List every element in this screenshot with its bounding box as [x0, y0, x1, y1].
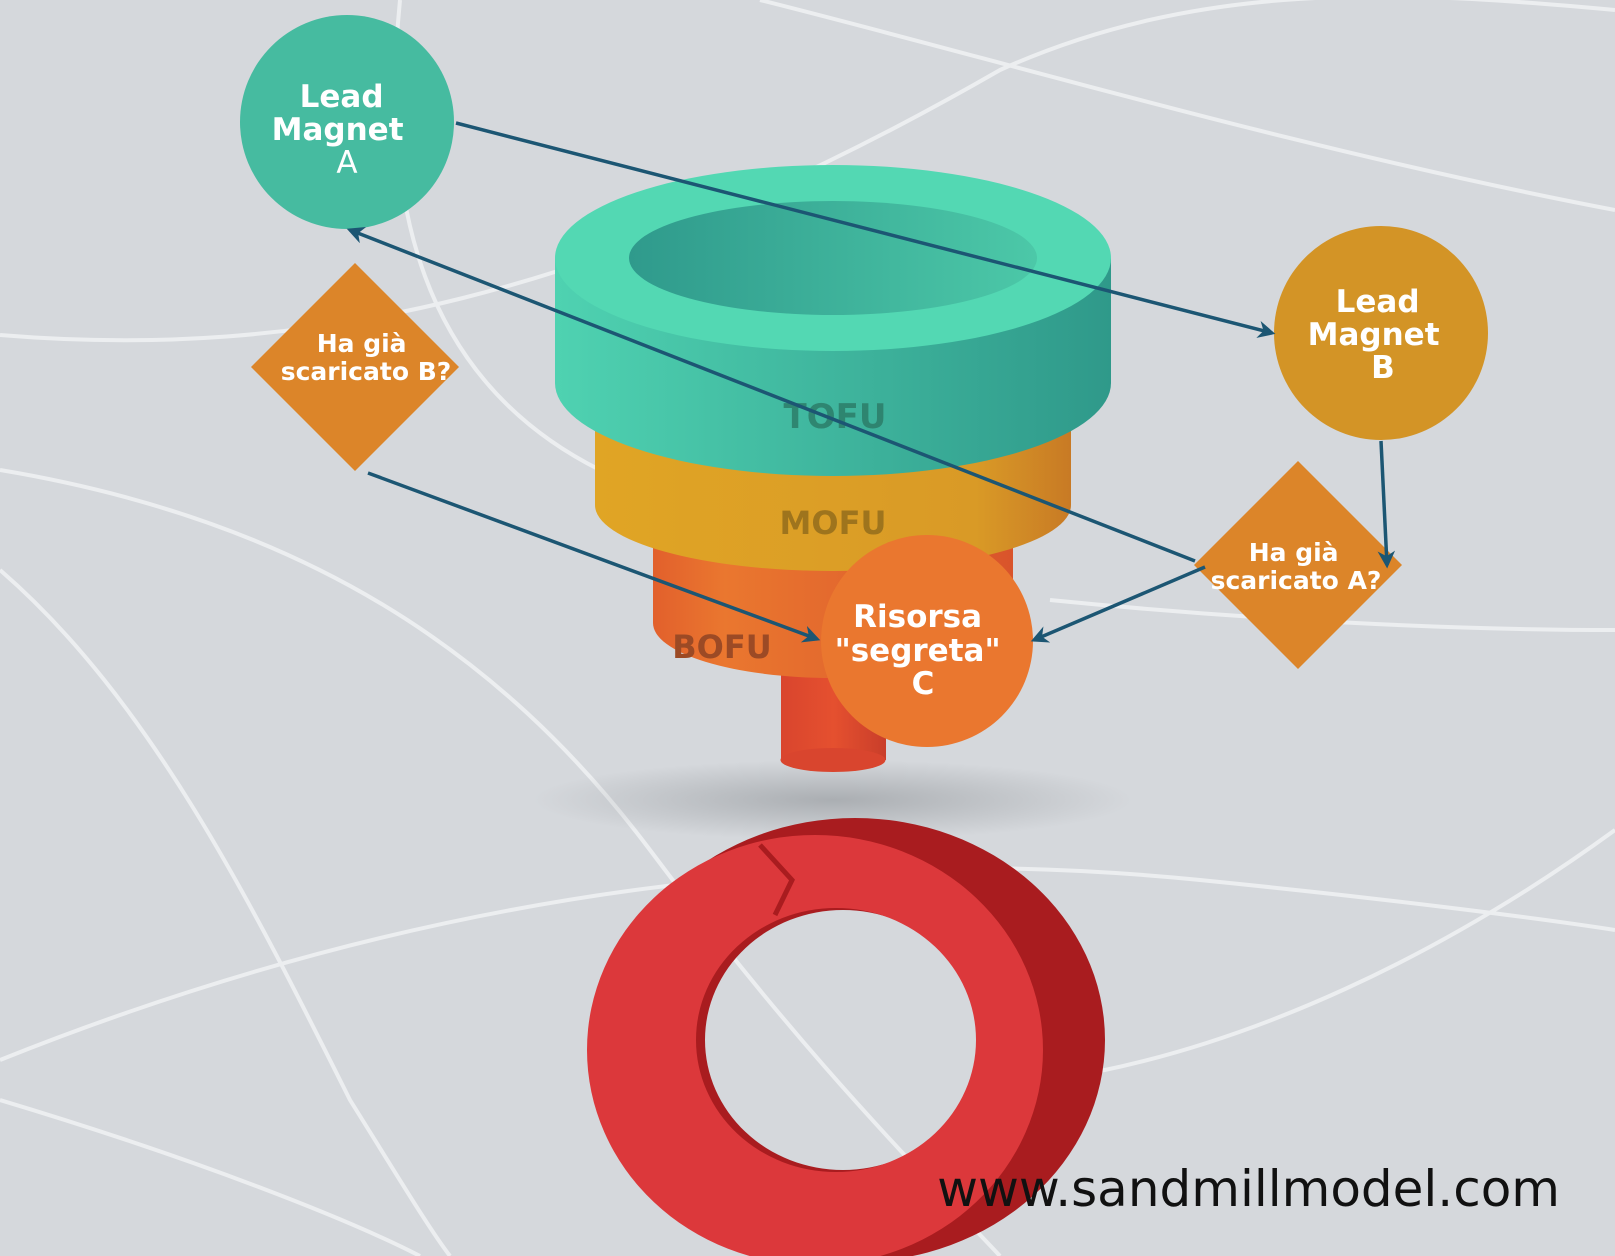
svg-text:Lead Magnet B: Lead Magnet B — [1308, 284, 1451, 386]
node-text: Ha già — [317, 329, 407, 358]
svg-text:Ha già scaricato A?: Ha già scaricato A? — [1211, 538, 1382, 595]
node-text: Lead — [1336, 284, 1420, 320]
node-text: Lead — [300, 79, 384, 115]
node-text: Magnet — [1308, 317, 1440, 353]
node-text: Magnet — [272, 112, 404, 148]
svg-text:Ha già scaricato B?: Ha già scaricato B? — [281, 329, 452, 386]
bofu-label: BOFU — [672, 628, 771, 666]
mofu-label: MOFU — [780, 504, 887, 542]
node-lead-magnet-a: Lead Magnet A — [240, 15, 454, 229]
arrow-decision-b-to-c — [367, 471, 821, 643]
arrow-decision-a-to-c — [1030, 565, 1206, 643]
tofu-label: TOFU — [784, 397, 887, 437]
node-text: B — [1371, 350, 1395, 386]
svg-text:Risorsa "segreta": Risorsa "segreta" C — [835, 599, 1012, 702]
arrow-decision-a-to-a — [346, 226, 1196, 563]
node-text: C — [912, 666, 935, 702]
svg-text:Lead Magnet A: Lead Magnet A — [272, 79, 415, 181]
funnel-layer-tofu: TOFU — [555, 165, 1111, 476]
node-lead-magnet-b: Lead Magnet B — [1274, 226, 1488, 440]
arrow-a-to-b — [455, 121, 1276, 338]
decision-has-b: Ha già scaricato B? — [251, 263, 459, 471]
node-text: Risorsa — [853, 599, 982, 635]
node-risorsa-c: Risorsa "segreta" C — [821, 535, 1033, 747]
node-text: "segreta" — [835, 633, 1001, 669]
website-url: www.sandmillmodel.com — [937, 1160, 1560, 1218]
node-text: scaricato A? — [1211, 566, 1382, 595]
decision-has-a: Ha già scaricato A? — [1194, 461, 1402, 669]
node-text: scaricato B? — [281, 357, 452, 386]
arrow-b-to-decision-a — [1377, 440, 1396, 569]
red-ring — [587, 818, 1105, 1256]
arrows — [346, 121, 1396, 643]
node-text: Ha già — [1249, 538, 1339, 567]
node-text: A — [336, 145, 357, 181]
